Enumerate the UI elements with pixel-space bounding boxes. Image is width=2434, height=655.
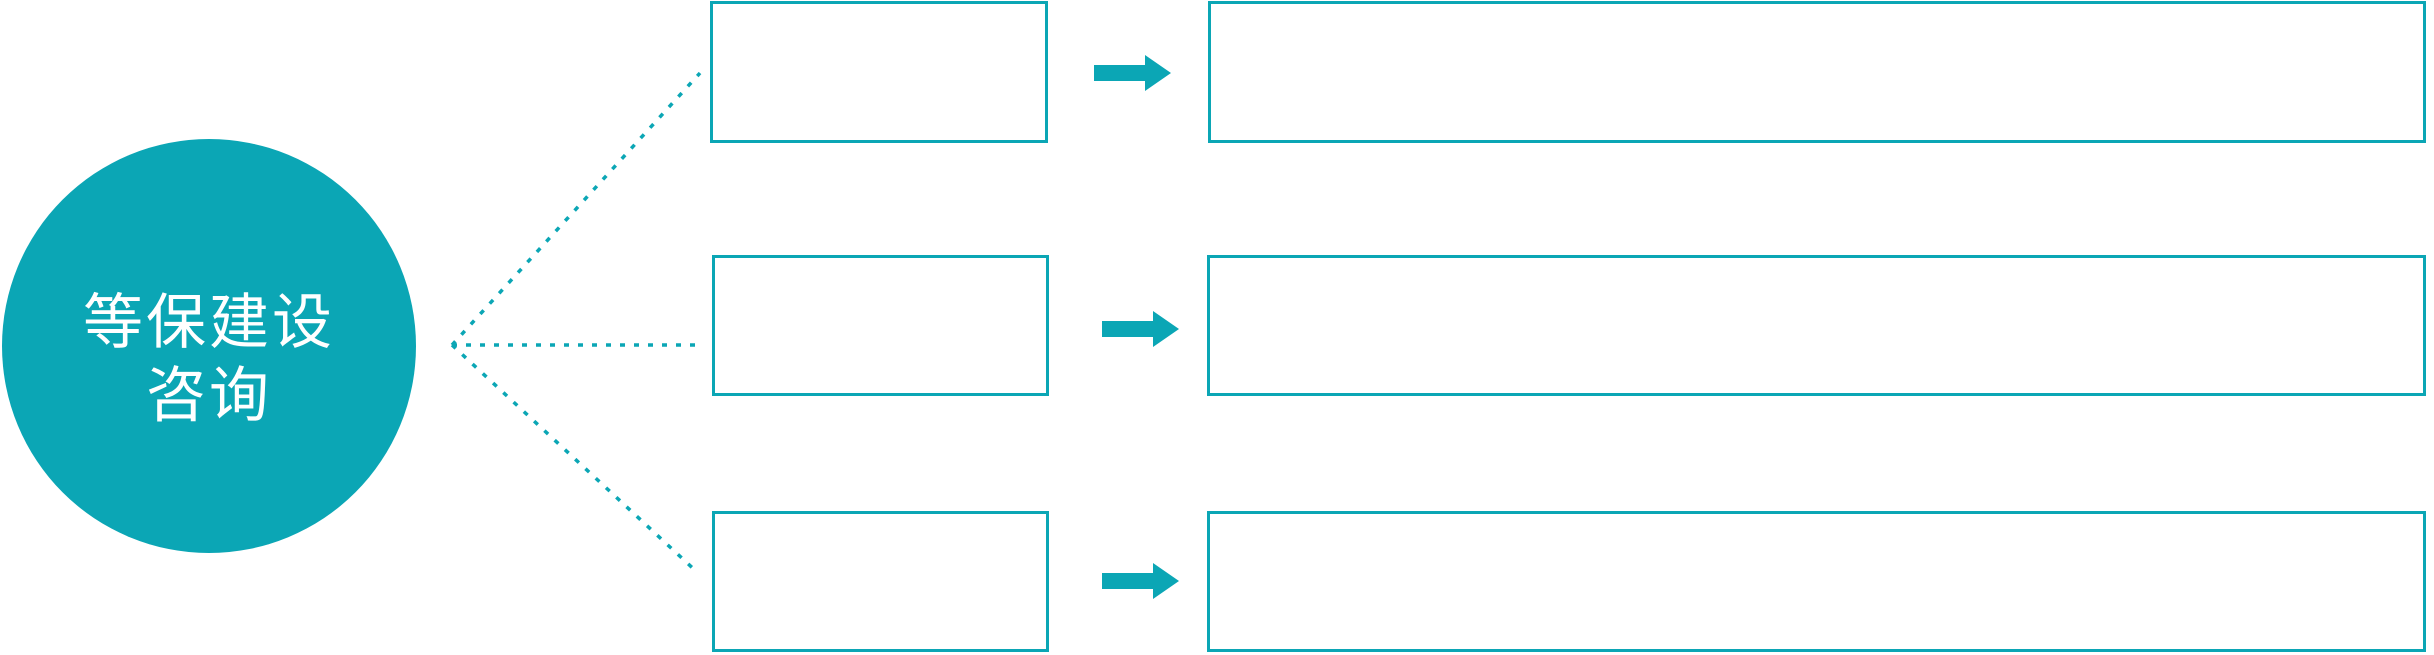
step-box-3 bbox=[712, 511, 1049, 652]
dotted-line-bottom-icon bbox=[450, 343, 700, 575]
topic-circle-label-line1: 等保建设 bbox=[83, 289, 335, 356]
detail-box-1 bbox=[1208, 1, 2426, 143]
detail-box-2 bbox=[1207, 255, 2426, 396]
detail-box-3 bbox=[1207, 511, 2426, 652]
arrow-right-icon bbox=[1102, 311, 1179, 347]
arrow-right-icon bbox=[1094, 55, 1171, 91]
topic-circle-label-line2: 咨询 bbox=[146, 362, 272, 429]
step-box-2 bbox=[712, 255, 1049, 396]
step-box-1 bbox=[710, 1, 1048, 143]
arrow-right-icon bbox=[1102, 563, 1179, 599]
dotted-line-top-icon bbox=[450, 71, 702, 347]
topic-circle: 等保建设 咨询 bbox=[2, 139, 416, 553]
